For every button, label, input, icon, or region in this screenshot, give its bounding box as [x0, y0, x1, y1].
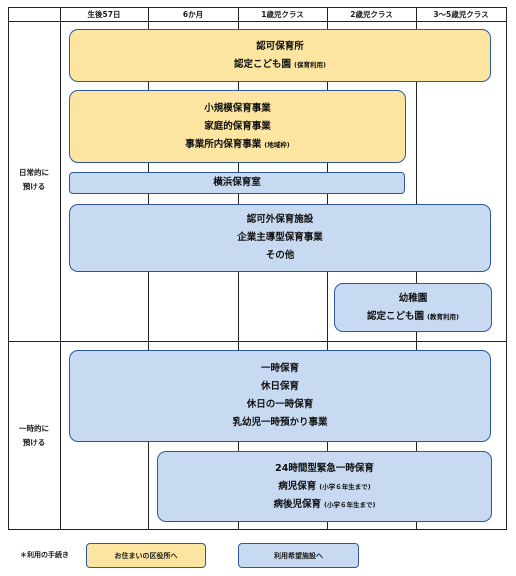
ninkagai-facility-box: 認可外保育施設 企業主導型保育事業 その他: [69, 204, 491, 272]
ninka-hoikusho-box: 認可保育所 認定こども園(保育利用): [69, 29, 491, 82]
grid-header-bottom: [8, 21, 507, 22]
grid-col-1: [60, 7, 61, 530]
grid-right: [506, 7, 507, 530]
yokohama-hoikushitsu-box: 横浜保育室: [69, 172, 405, 194]
temporary-childcare-box: 一時保育 休日保育 休日の一時保育 乳幼児一時預かり事業: [69, 350, 491, 442]
procedure-note: ＊利用の手続き: [20, 551, 69, 559]
header-age2: 2歳児クラス: [350, 10, 393, 19]
header-age1: 1歳児クラス: [261, 10, 304, 19]
grid-top: [8, 7, 507, 8]
legend-desired-facility: 利用希望施設へ: [238, 543, 359, 568]
legend-ward-office: お住まいの区役所へ: [86, 543, 206, 568]
grid-left: [8, 7, 9, 530]
grid-row-divider: [8, 341, 507, 342]
emergency-sick-childcare-box: 24時間型緊急一時保育 病児保育(小学６年生まで) 病後児保育(小学６年生まで): [157, 451, 492, 522]
small-scale-childcare-box: 小規模保育事業 家庭的保育事業 事業所内保育事業(地域枠): [69, 90, 406, 163]
header-6months: 6か月: [182, 10, 204, 19]
grid-bottom: [8, 529, 507, 530]
header-57days: 生後57日: [87, 10, 121, 19]
row-label-regular: 日常的に預ける: [19, 168, 49, 191]
row-label-temporary: 一時的に預ける: [19, 424, 49, 447]
header-age3-5: 3～5歳児クラス: [433, 10, 489, 19]
kindergarten-box: 幼稚園 認定こども園(教育利用): [334, 283, 492, 332]
